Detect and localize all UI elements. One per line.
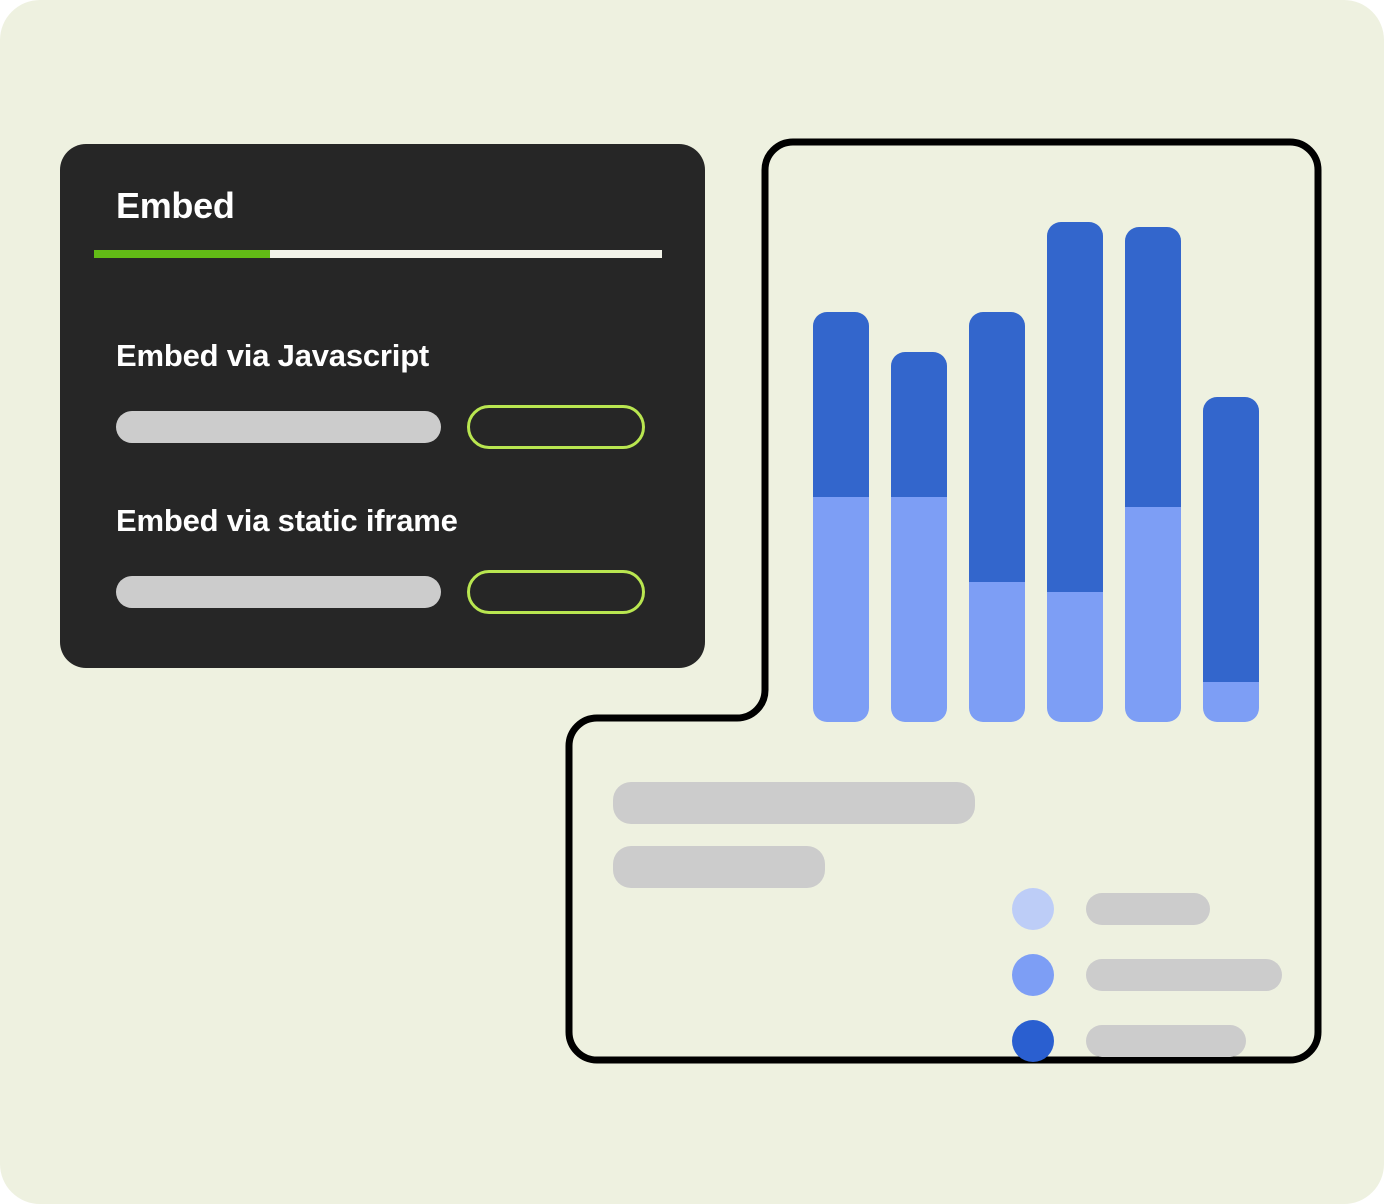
chart-bar-segment-light [1125, 507, 1181, 722]
javascript-embed-input[interactable] [116, 411, 441, 443]
chart-bar-segment-light [891, 497, 947, 722]
legend-swatch-icon [1012, 954, 1054, 996]
chart-bar-segment-dark [1047, 222, 1103, 592]
chart-legend [1012, 888, 1282, 1086]
report-subtitle-placeholder [613, 846, 825, 888]
legend-label-placeholder [1086, 893, 1210, 925]
stacked-bar-chart [813, 222, 1277, 722]
panel-title: Embed [116, 185, 235, 226]
copy-static-iframe-embed-button[interactable] [467, 570, 645, 614]
chart-bar-segment-dark [1203, 397, 1259, 682]
legend-swatch-icon [1012, 1020, 1054, 1062]
javascript-embed-label: Embed via Javascript [116, 338, 430, 373]
static-iframe-embed-label: Embed via static iframe [116, 503, 458, 538]
chart-bar-segment-dark [1125, 227, 1181, 507]
chart-bar-segment-dark [891, 352, 947, 497]
chart-bar[interactable] [969, 312, 1025, 722]
chart-bar[interactable] [813, 312, 869, 722]
static-iframe-embed-row [116, 570, 645, 614]
embed-tab-underline [94, 250, 662, 258]
chart-bar-segment-light [1203, 682, 1259, 722]
report-title-placeholder [613, 782, 975, 824]
embed-panel: Embed Embed via Javascript Embed via sta… [60, 144, 705, 668]
chart-bar[interactable] [1047, 222, 1103, 722]
chart-bar-segment-light [1047, 592, 1103, 722]
chart-bar[interactable] [1203, 397, 1259, 722]
chart-bar-segment-light [813, 497, 869, 722]
embed-tab-underline-active [94, 250, 271, 258]
chart-bar[interactable] [891, 352, 947, 722]
chart-bar-segment-dark [813, 312, 869, 497]
chart-bar[interactable] [1125, 227, 1181, 722]
chart-bar-segment-dark [969, 312, 1025, 582]
legend-label-placeholder [1086, 1025, 1246, 1057]
copy-javascript-embed-button[interactable] [467, 405, 645, 449]
javascript-embed-row [116, 405, 645, 449]
static-iframe-embed-input[interactable] [116, 576, 441, 608]
legend-swatch-icon [1012, 888, 1054, 930]
legend-item[interactable] [1012, 888, 1282, 930]
legend-item[interactable] [1012, 954, 1282, 996]
legend-item[interactable] [1012, 1020, 1282, 1062]
legend-label-placeholder [1086, 959, 1282, 991]
chart-bar-segment-light [969, 582, 1025, 722]
